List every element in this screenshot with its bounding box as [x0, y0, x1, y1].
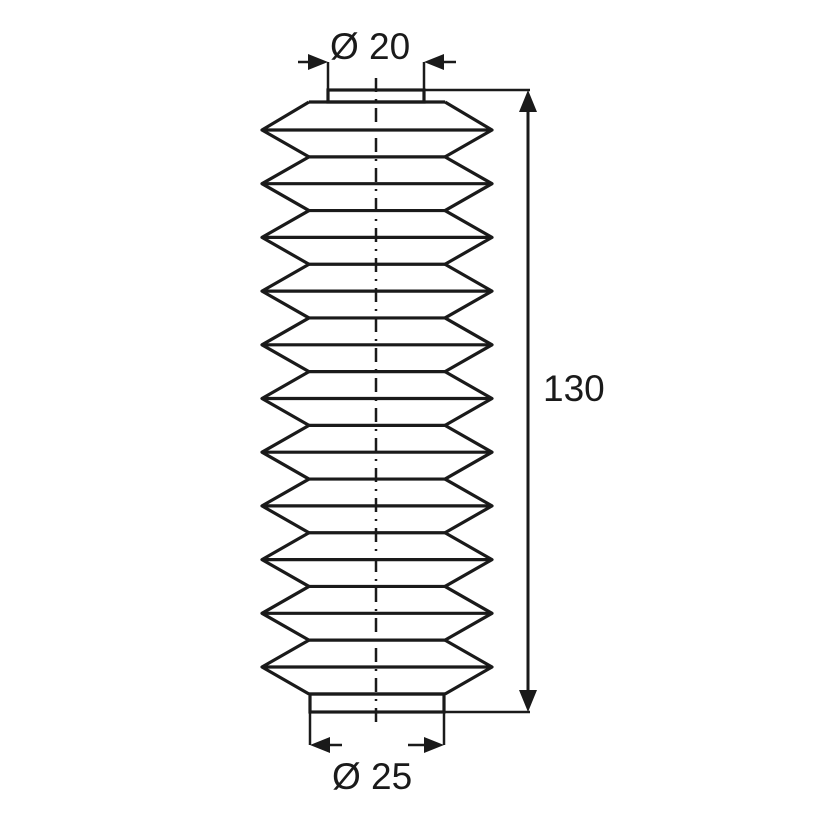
bottom-diameter-label: Ø 25	[332, 756, 413, 797]
arrow-right-icon	[424, 737, 444, 753]
bellows-right-outline	[443, 100, 494, 696]
arrow-down-icon	[519, 690, 537, 712]
arrow-up-icon	[519, 90, 537, 112]
top-diameter-label: Ø 20	[330, 26, 411, 67]
bellows-left-outline	[260, 100, 311, 696]
arrow-left-icon	[424, 54, 444, 70]
arrow-left-icon	[310, 737, 330, 753]
arrow-right-icon	[308, 54, 328, 70]
length-label: 130	[543, 368, 605, 409]
